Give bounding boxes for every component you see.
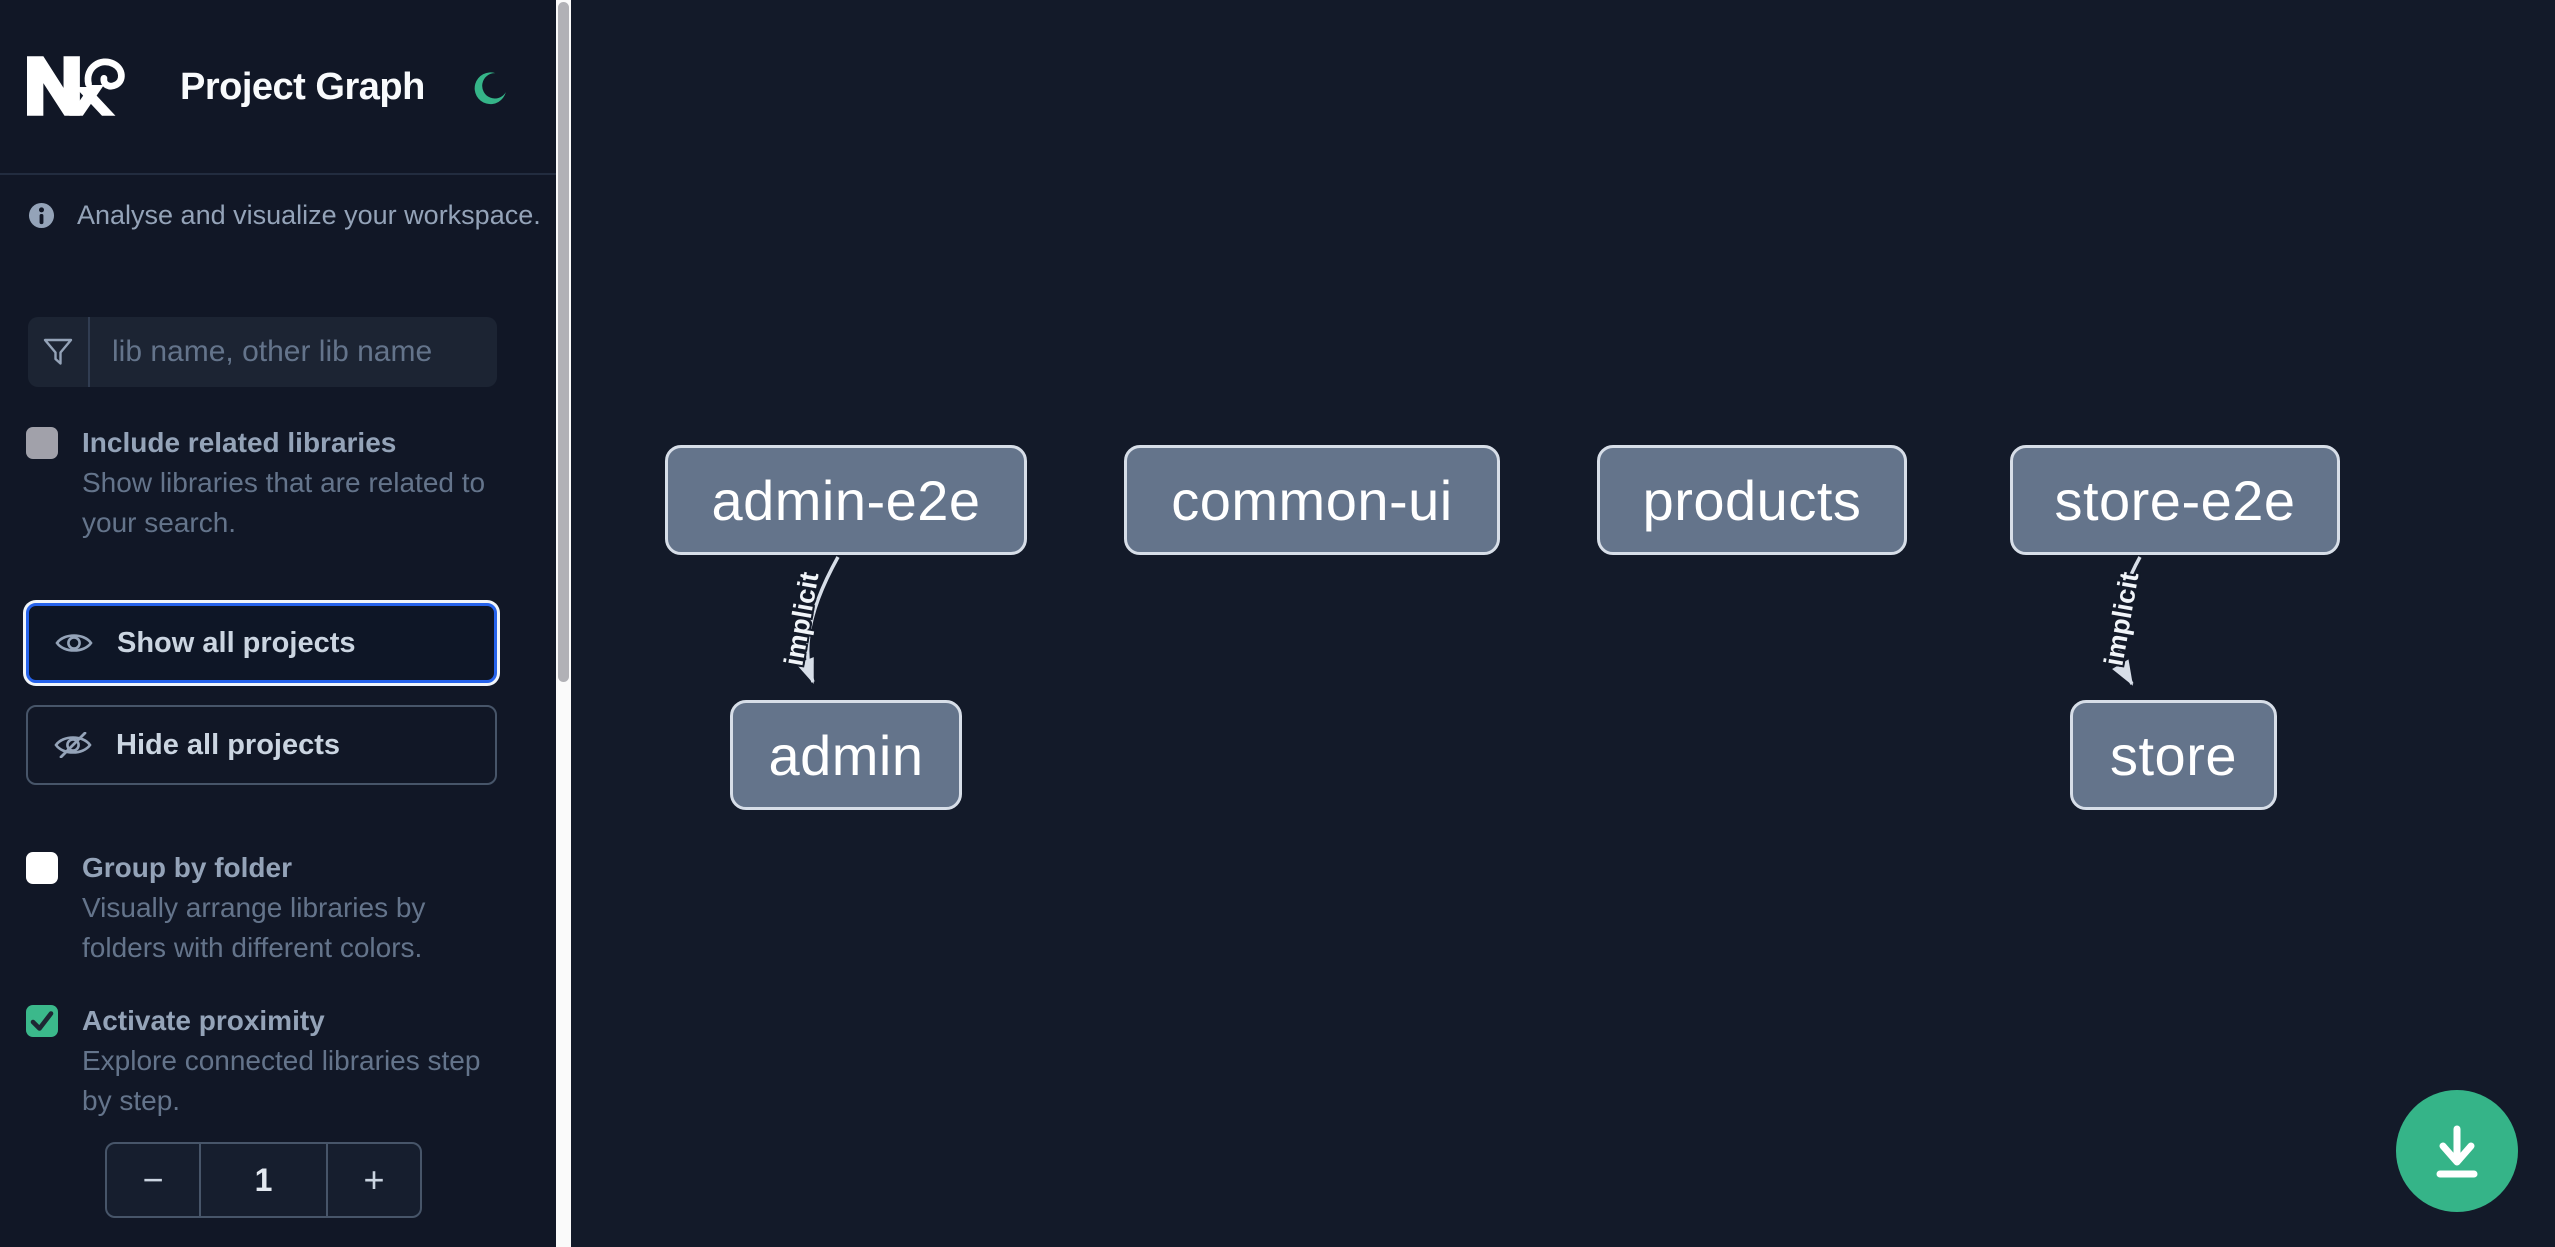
group-by-folder-checkbox[interactable]: [26, 852, 58, 884]
sidebar-scrollbar-thumb[interactable]: [558, 2, 569, 682]
eye-off-icon: [54, 730, 94, 760]
activate-proximity-checkbox[interactable]: [26, 1005, 58, 1037]
proximity-value[interactable]: 1: [199, 1144, 328, 1216]
include-related-description: Show libraries that are related to your …: [82, 467, 486, 538]
option-group-by-folder: Group by folder Visually arrange librari…: [26, 850, 526, 968]
edge-admin-e2e-admin: [795, 556, 840, 684]
sidebar: Project Graph Analyse and visualize your…: [0, 0, 556, 1247]
show-all-projects-button[interactable]: Show all projects: [26, 603, 497, 683]
eye-icon: [55, 628, 95, 658]
search-input[interactable]: [90, 317, 520, 387]
proximity-decrement-button[interactable]: −: [107, 1144, 199, 1216]
download-graph-button[interactable]: [2396, 1090, 2518, 1212]
funnel-icon: [28, 317, 90, 387]
workspace-tagline: Analyse and visualize your workspace.: [77, 200, 541, 230]
group-by-folder-description: Visually arrange libraries by folders wi…: [82, 892, 426, 963]
graph-node-admin-e2e[interactable]: admin-e2e: [665, 445, 1027, 555]
page-title: Project Graph: [180, 66, 425, 108]
option-include-related: Include related libraries Show libraries…: [26, 425, 526, 543]
show-all-projects-label: Show all projects: [117, 626, 356, 659]
theme-toggle-button[interactable]: [468, 68, 512, 112]
download-icon: [2436, 1125, 2478, 1178]
edge-store-e2e-store: [2112, 556, 2142, 686]
graph-node-store[interactable]: store: [2070, 700, 2277, 810]
activate-proximity-description: Explore connected libraries step by step…: [82, 1045, 481, 1116]
graph-node-store-e2e[interactable]: store-e2e: [2010, 445, 2340, 555]
group-by-folder-label[interactable]: Group by folder: [82, 852, 292, 883]
sidebar-scrollbar-track: [556, 0, 571, 1247]
include-related-label[interactable]: Include related libraries: [82, 427, 397, 458]
proximity-stepper: − 1 +: [105, 1142, 422, 1218]
hide-all-projects-button[interactable]: Hide all projects: [26, 705, 497, 785]
graph-node-products[interactable]: products: [1597, 445, 1907, 555]
nx-logo: [27, 56, 125, 116]
hide-all-projects-label: Hide all projects: [116, 728, 341, 761]
workspace-tagline-row: Analyse and visualize your workspace.: [28, 200, 541, 231]
graph-node-common-ui[interactable]: common-ui: [1124, 445, 1500, 555]
filter-search-box: [28, 317, 520, 387]
info-icon: [28, 202, 55, 229]
graph-node-admin[interactable]: admin: [730, 700, 962, 810]
activate-proximity-label[interactable]: Activate proximity: [82, 1005, 325, 1036]
edge-layer: [795, 556, 2142, 686]
check-icon: [30, 1011, 54, 1031]
proximity-increment-button[interactable]: +: [328, 1144, 420, 1216]
option-activate-proximity: Activate proximity Explore connected lib…: [26, 1003, 526, 1121]
include-related-checkbox[interactable]: [26, 427, 58, 459]
moon-icon: [474, 71, 506, 104]
sidebar-header: Project Graph: [0, 0, 556, 175]
